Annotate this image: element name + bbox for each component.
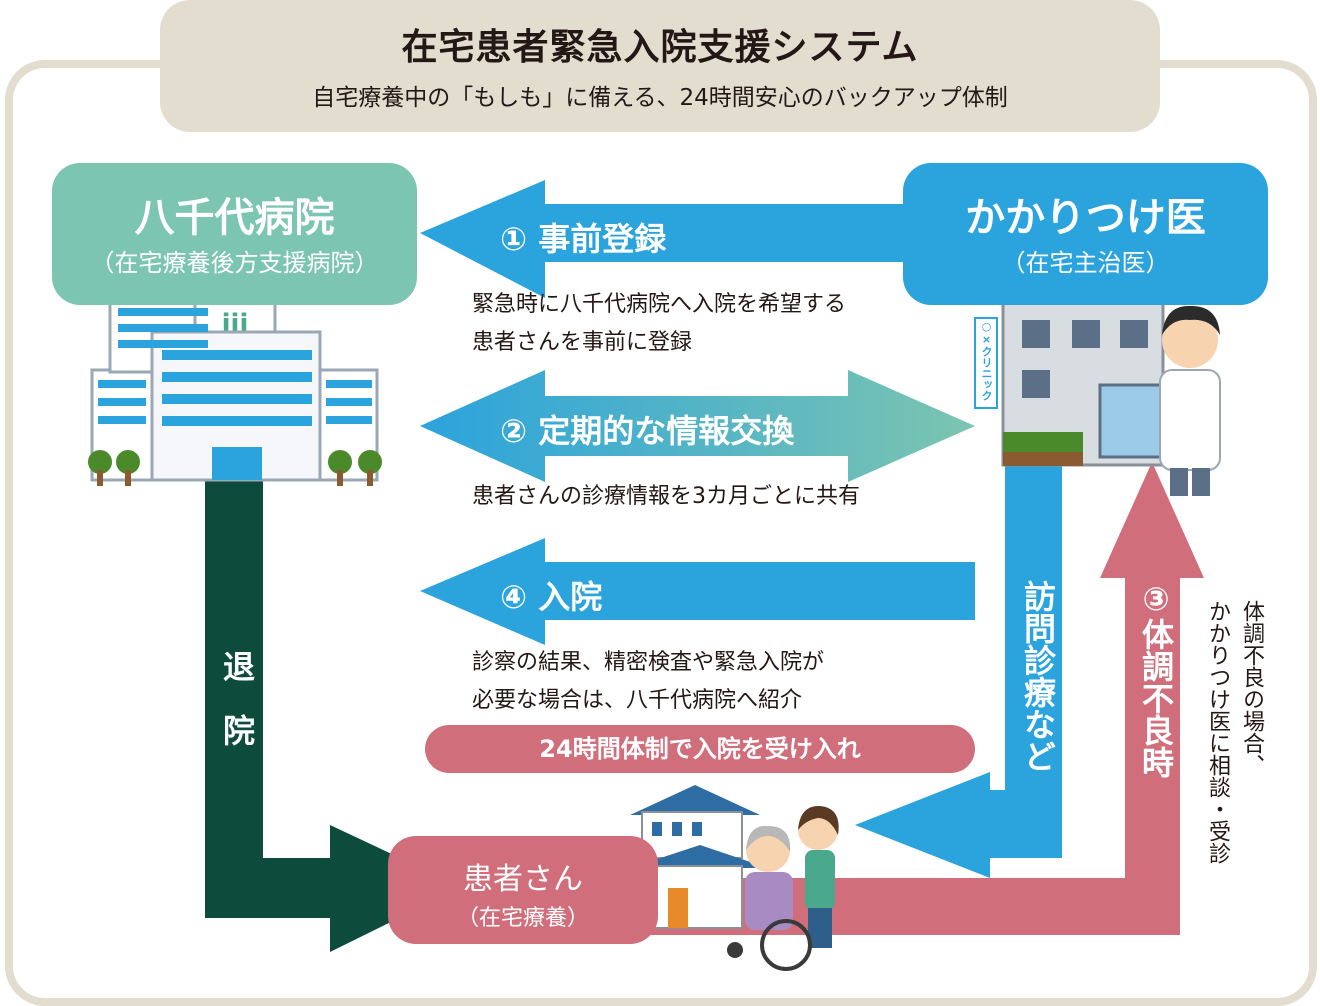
info-exchange-arrow (420, 370, 975, 482)
doctor-icon (1159, 305, 1221, 496)
page-subtitle: 自宅療養中の「もしも」に備える、24時間安心のバックアップ体制 (312, 85, 1008, 111)
discharge-arrow (205, 480, 462, 952)
hospital-name: 八千代病院 (134, 195, 335, 241)
home-visit-label: 訪問診療など (1019, 580, 1057, 772)
hospital-building-icon: iii (88, 278, 382, 486)
hospital-subtitle: （在宅療養後方支援病院） (90, 249, 379, 277)
patient-name: 患者さん (463, 862, 583, 897)
admission-arrow (420, 538, 975, 645)
patient-node: 患者さん （在宅療養） (388, 836, 658, 944)
page-title: 在宅患者緊急入院支援システム (401, 27, 919, 68)
clinic-sign: ○×クリニック (980, 320, 993, 401)
title-banner: 在宅患者緊急入院支援システム 自宅療養中の「もしも」に備える、24時間安心のバッ… (160, 0, 1160, 132)
registration-arrow (420, 180, 975, 298)
doctor-subtitle: （在宅主治医） (1001, 249, 1170, 277)
acceptance-badge: 24時間体制で入院を受け入れ (425, 725, 975, 773)
sick-desc: 体調不良の場合、 かかりつけ医に相談・受診 (1205, 600, 1264, 864)
info-exchange-label: ② 定期的な情報交換 (500, 412, 795, 450)
admission-desc: 診察の結果、精密検査や緊急入院が 必要な場合は、八千代病院へ紹介 (472, 650, 825, 713)
discharge-label: 退 院 (218, 650, 256, 746)
registration-label: ① 事前登録 (500, 220, 667, 258)
info-exchange-desc: 患者さんの診療情報を3カ月ごとに共有 (472, 484, 860, 509)
doctor-node: かかりつけ医 （在宅主治医） (903, 163, 1268, 305)
registration-desc: 緊急時に八千代病院へ入院を希望する 患者さんを事前に登録 (472, 292, 847, 355)
house-icon (612, 785, 768, 929)
clinic-building-icon (974, 283, 1165, 467)
home-visit-arrow (855, 465, 1062, 878)
doctor-name: かかりつけ医 (965, 195, 1206, 241)
hospital-node: 八千代病院 （在宅療養後方支援病院） (52, 163, 417, 305)
wheelchair-patient-icon (727, 805, 839, 971)
patient-subtitle: （在宅療養） (456, 906, 589, 931)
admission-label: ④ 入院 (500, 578, 603, 616)
sick-label: ③体調不良時 (1137, 580, 1175, 778)
